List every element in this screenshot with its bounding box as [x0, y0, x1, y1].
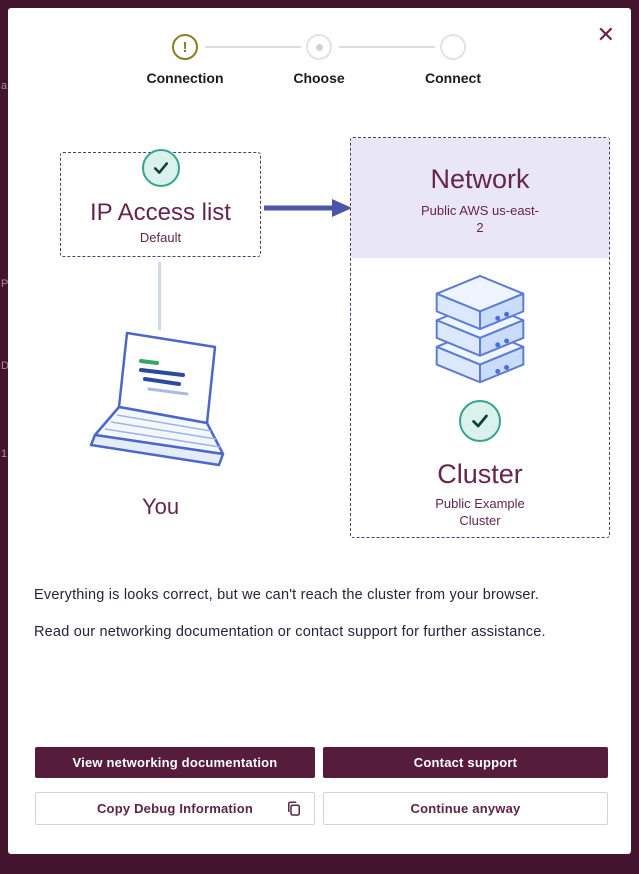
warning-icon: ! — [172, 34, 198, 60]
ip-access-list-box: IP Access list Default — [60, 149, 261, 257]
copy-debug-label: Copy Debug Information — [96, 801, 254, 816]
stepper-connector — [339, 46, 435, 48]
ip-to-you-connector — [158, 262, 161, 330]
connection-arrow — [264, 197, 352, 224]
stepper-step-choose[interactable]: Choose — [249, 34, 389, 86]
stepper-step-connect[interactable]: Connect — [383, 34, 523, 86]
upcoming-step-icon — [440, 34, 466, 60]
check-icon — [141, 149, 180, 187]
stepper-connector — [205, 46, 301, 48]
status-message-line1: Everything is looks correct, but we can'… — [34, 587, 540, 603]
network-subtitle: Public AWS us-east-2 — [420, 203, 539, 235]
step-label: Connect — [425, 70, 481, 86]
check-icon — [459, 400, 501, 442]
continue-anyway-button[interactable]: Continue anyway — [323, 792, 608, 825]
background-text-fragment: P — [1, 278, 9, 290]
connection-troubleshoot-modal: ✕ ! Connection Choose Connect IP Access … — [8, 8, 631, 854]
you-label: You — [141, 494, 180, 519]
background-text-fragment: 1 — [1, 448, 8, 460]
current-step-icon — [306, 34, 332, 60]
status-message-line2: Read our networking documentation or con… — [34, 624, 546, 640]
step-label: Choose — [293, 70, 345, 86]
copy-debug-information-button[interactable]: Copy Debug Information — [35, 792, 315, 825]
cluster-title: Cluster — [437, 459, 523, 489]
ip-access-list-subtitle: Default — [139, 230, 182, 245]
cluster-subtitle: Public Example Cluster — [435, 496, 525, 528]
step-label: Connection — [146, 70, 224, 86]
network-title: Network — [430, 164, 530, 194]
network-panel: Network Public AWS us-east-2 — [351, 138, 609, 258]
stepper-step-connection[interactable]: ! Connection — [115, 34, 255, 86]
ip-access-list-title: IP Access list — [90, 199, 231, 226]
network-cluster-box: Network Public AWS us-east-2 — [350, 137, 610, 538]
copy-icon — [285, 800, 303, 821]
view-networking-documentation-button[interactable]: View networking documentation — [35, 747, 315, 778]
background-text-fragment: a — [1, 80, 8, 92]
contact-support-button[interactable]: Contact support — [323, 747, 608, 778]
background-text-fragment: D — [1, 360, 9, 372]
server-stack-illustration — [351, 272, 609, 403]
close-icon[interactable]: ✕ — [596, 22, 615, 47]
laptop-illustration — [83, 323, 243, 503]
